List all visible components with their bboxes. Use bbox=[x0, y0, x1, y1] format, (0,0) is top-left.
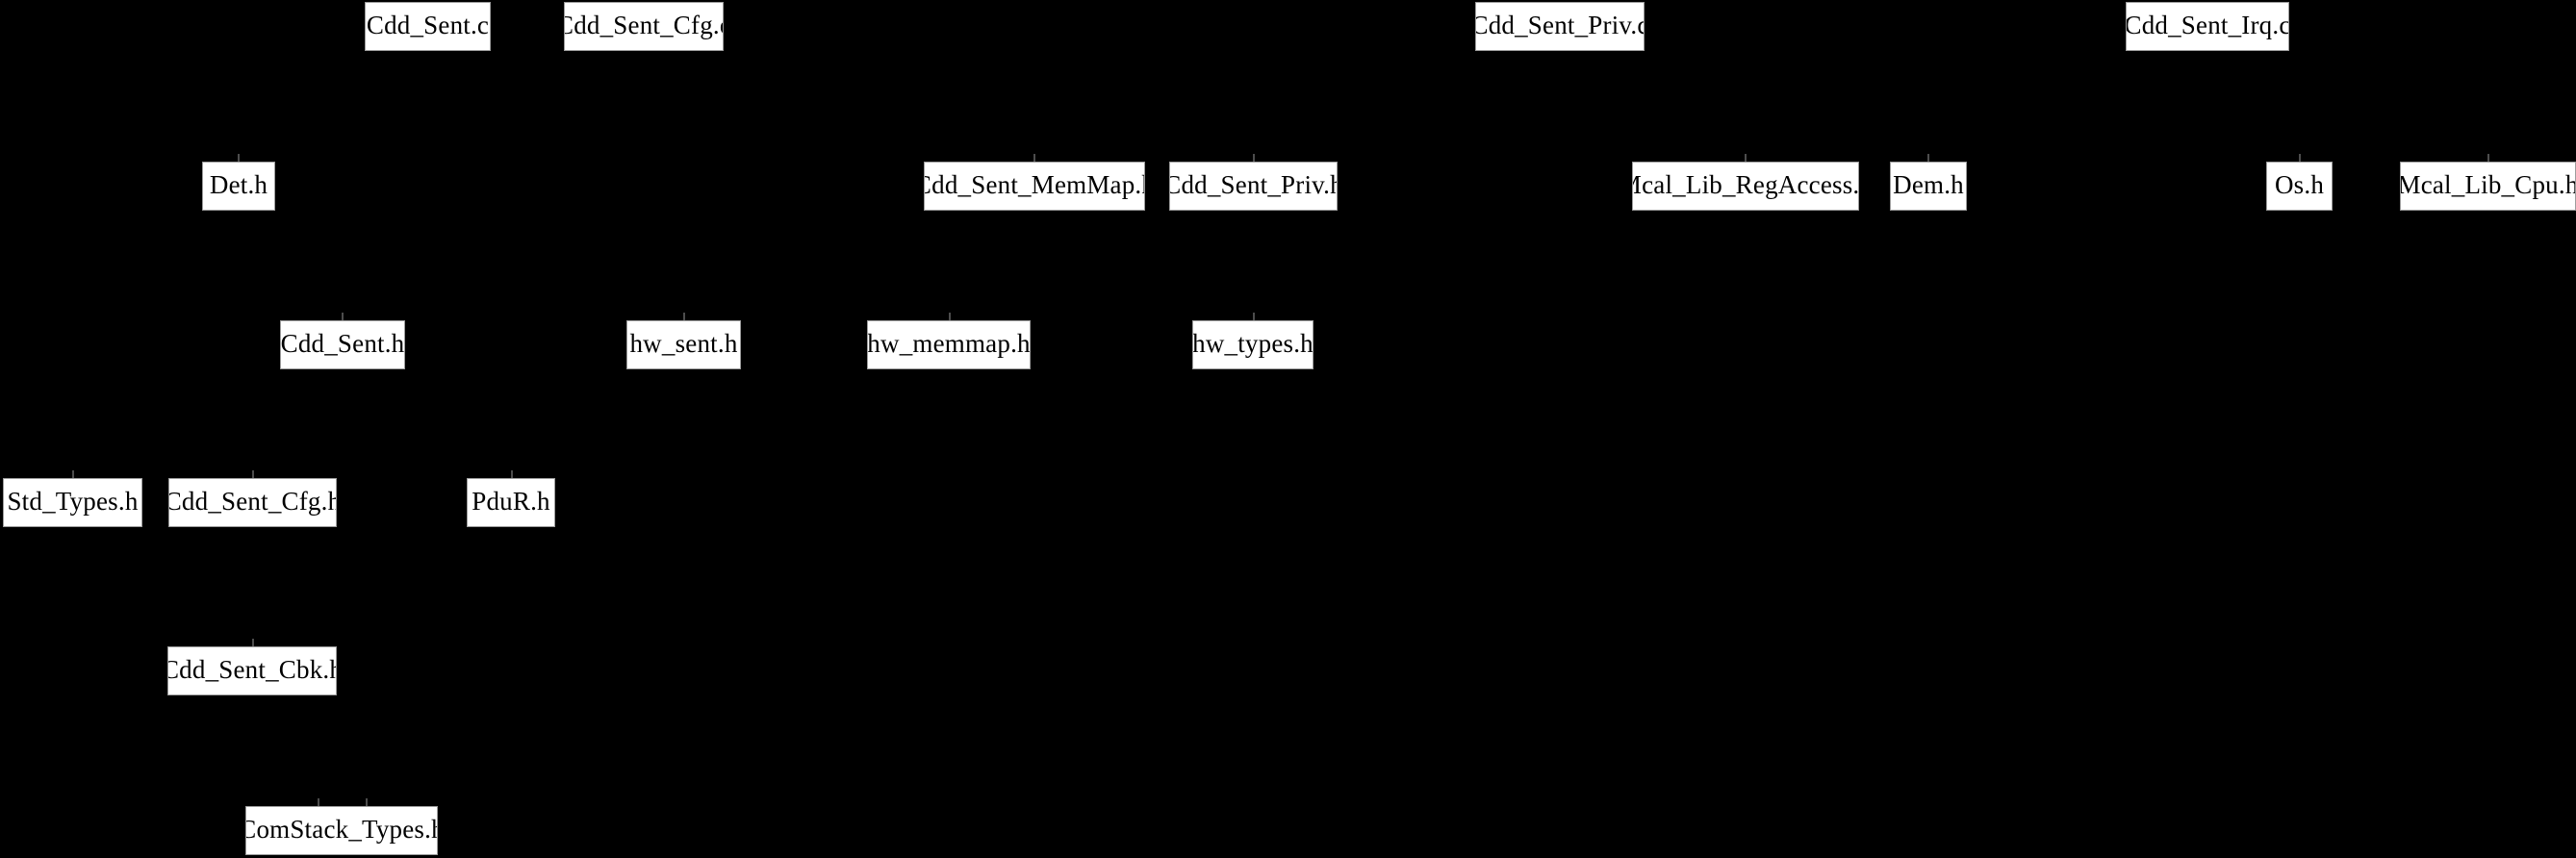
graph-node-label: Cdd_Sent.h bbox=[280, 329, 405, 358]
graph-node-cdd-sent-cbk-h[interactable]: Cdd_Sent_Cbk.h bbox=[167, 646, 337, 695]
graph-edge bbox=[1253, 50, 2207, 162]
graph-node-label: Dem.h bbox=[1893, 170, 1964, 199]
graph-node-label: Cdd_Sent_Priv.c bbox=[1475, 11, 1645, 39]
graph-node-label: Mcal_Lib_RegAccess.h bbox=[1633, 170, 1859, 199]
graph-edge bbox=[683, 210, 1254, 320]
graph-node-cdd-sent-cfg-h[interactable]: Cdd_Sent_Cfg.h bbox=[168, 478, 337, 527]
edge-arrowhead bbox=[252, 639, 254, 647]
edge-arrowhead bbox=[2487, 154, 2489, 163]
edge-arrowhead bbox=[1745, 154, 1747, 163]
edge-arrowhead bbox=[72, 470, 74, 479]
edge-arrowhead bbox=[366, 798, 368, 807]
graph-node-dem-h[interactable]: Dem.h bbox=[1890, 162, 1967, 211]
graph-edge bbox=[342, 210, 1254, 320]
edge-arrowhead bbox=[318, 798, 319, 807]
graph-node-cdd-sent-c[interactable]: Cdd_Sent.c bbox=[365, 2, 491, 51]
graph-node-label: Cdd_Sent_Irq.c bbox=[2126, 11, 2289, 39]
edge-arrowhead bbox=[1253, 154, 1255, 163]
graph-node-label: Cdd_Sent_Cbk.h bbox=[167, 655, 337, 684]
graph-node-label: Cdd_Sent.c bbox=[366, 11, 490, 39]
graph-node-hw-sent-h[interactable]: hw_sent.h bbox=[626, 320, 741, 369]
graph-edge bbox=[251, 695, 342, 807]
graph-node-label: hw_sent.h bbox=[629, 329, 738, 358]
graph-edge bbox=[948, 210, 1254, 320]
edge-arrowhead bbox=[511, 470, 513, 479]
graph-edge bbox=[251, 368, 343, 478]
edge-arrowhead bbox=[2299, 154, 2301, 163]
edge-arrowhead bbox=[1927, 154, 1929, 163]
graph-node-label: hw_types.h bbox=[1192, 329, 1314, 358]
graph-node-cdd-sent-h[interactable]: Cdd_Sent.h bbox=[280, 320, 405, 369]
graph-node-label: Std_Types.h bbox=[7, 487, 139, 516]
graph-node-label: Cdd_Sent_Cfg.c bbox=[564, 11, 724, 39]
graph-edge bbox=[1559, 51, 1928, 163]
graph-edge bbox=[251, 526, 253, 646]
graph-node-hw-memmap-h[interactable]: hw_memmap.h bbox=[867, 320, 1031, 369]
graph-node-cdd-sent-irq-c[interactable]: Cdd_Sent_Irq.c bbox=[2126, 2, 2289, 51]
graph-node-pdur-h[interactable]: PduR.h bbox=[467, 478, 555, 527]
edge-arrowhead bbox=[238, 154, 240, 163]
graph-node-cdd-sent-memmap-h[interactable]: Cdd_Sent_MemMap.h bbox=[924, 162, 1145, 211]
graph-node-label: PduR.h bbox=[472, 487, 550, 516]
graph-edge bbox=[2206, 51, 2488, 163]
edge-arrowhead bbox=[683, 313, 685, 321]
graph-node-label: Cdd_Sent_Cfg.h bbox=[168, 487, 337, 516]
graph-node-cdd-sent-priv-h[interactable]: Cdd_Sent_Priv.h bbox=[1169, 162, 1338, 211]
graph-node-label: Cdd_Sent_Priv.h bbox=[1169, 170, 1338, 199]
edge-arrowhead bbox=[252, 470, 254, 479]
graph-node-label: Mcal_Lib_Cpu.h bbox=[2400, 170, 2576, 199]
graph-edge bbox=[643, 51, 1034, 163]
graph-edge bbox=[238, 50, 428, 162]
graph-node-comstack-types-h[interactable]: ComStack_Types.h bbox=[245, 806, 438, 855]
graph-node-label: Cdd_Sent_MemMap.h bbox=[924, 170, 1145, 199]
graph-node-label: ComStack_Types.h bbox=[245, 815, 438, 844]
edge-arrowhead bbox=[1253, 313, 1255, 321]
graph-node-mcal-lib-regaccess-h[interactable]: Mcal_Lib_RegAccess.h bbox=[1632, 162, 1859, 211]
graph-edge bbox=[72, 368, 343, 478]
graph-node-cdd-sent-priv-c[interactable]: Cdd_Sent_Priv.c bbox=[1475, 2, 1645, 51]
graph-node-label: Det.h bbox=[209, 170, 268, 199]
edge-arrowhead bbox=[1033, 154, 1035, 163]
edge-arrowhead bbox=[342, 313, 344, 321]
graph-edge bbox=[2206, 51, 2300, 163]
graph-node-label: Os.h bbox=[2274, 170, 2325, 199]
graph-node-det-h[interactable]: Det.h bbox=[202, 162, 275, 211]
graph-edge bbox=[1252, 210, 1254, 320]
graph-node-cdd-sent-cfg-c[interactable]: Cdd_Sent_Cfg.c bbox=[564, 2, 724, 51]
graph-edge bbox=[341, 526, 511, 806]
graph-node-hw-types-h[interactable]: hw_types.h bbox=[1192, 320, 1314, 369]
graph-node-label: hw_memmap.h bbox=[867, 329, 1031, 358]
graph-node-mcal-lib-cpu-h[interactable]: Mcal_Lib_Cpu.h bbox=[2400, 162, 2576, 211]
graph-node-std-types-h[interactable]: Std_Types.h bbox=[3, 478, 142, 527]
graph-node-os-h[interactable]: Os.h bbox=[2266, 162, 2333, 211]
edge-arrowhead bbox=[949, 313, 951, 321]
